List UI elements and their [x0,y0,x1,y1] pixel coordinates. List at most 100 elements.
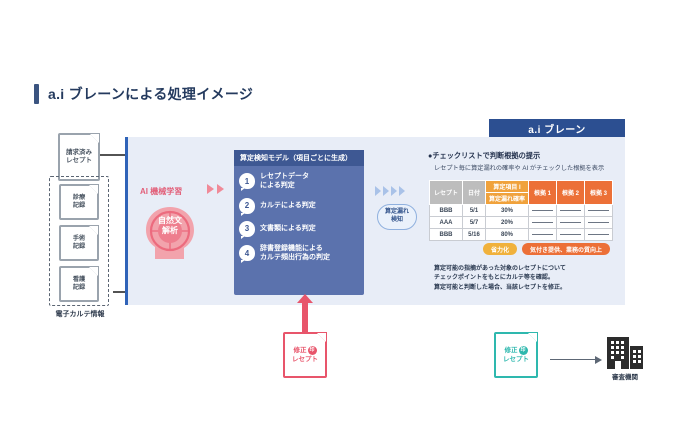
model-item: 4 辞書登録機能による カルテ頻出行為の判定 [239,244,359,264]
karte-doc-kango: 看護 記録 [59,266,99,302]
brain-label-line1: 自然文 [158,216,182,225]
arrow-head [595,356,602,364]
corrected-receipt-line1-row: 修正 印 [504,345,528,355]
corrected-receipt-red: 修正 印 レセプト [283,332,327,378]
brand-tab: a.i ブレーン [489,119,625,137]
basis-bar-icon [588,221,609,224]
table-header: レセプト 日付 算定項目 I 根拠 1 根拠 2 根拠 3 算定漏れ確率 [429,180,613,205]
page-fold-inner-icon [90,134,99,143]
cell-probability: 30% [485,204,529,217]
calculation-detection-model-card: 算定検知モデル（項目ごとに生成） 1 レセプトデータ による判定 2 カルテによ… [234,150,364,295]
page-fold-inner-icon [89,185,98,194]
col-basis-3: 根拠 3 [584,180,613,205]
detection-badge-line1: 算定漏れ [384,209,409,216]
karte-doc-shujutsu: 手術 記録 [59,225,99,261]
corrected-receipt-line1: 修正 [504,346,518,354]
model-item-label: 辞書登録機能による カルテ頻出行為の判定 [260,244,330,262]
triangle-icon [375,186,381,196]
karte-doc-line2: 記録 [72,202,86,209]
detection-badge: 算定漏れ 検知 [377,204,417,230]
page-title: a.i ブレーンによる処理イメージ [34,84,253,104]
description-line-3: 算定可能と判断した場合、当該レセプトを修正。 [434,284,567,291]
triangle-icon [207,184,214,194]
cell-basis-1 [528,204,557,217]
table-row: BBB 5/16 80% [429,228,613,241]
karte-doc-line1: 手術 [72,235,86,243]
table-header-row: レセプト 日付 算定項目 I 根拠 1 根拠 2 根拠 3 [429,180,613,205]
page-fold-inner-icon [89,226,98,235]
cell-receipt: BBB [429,204,463,217]
upward-arrow-icon [297,294,313,303]
basis-bar-icon [560,221,581,224]
model-item-label: カルテによる判定 [260,202,316,210]
page-fold-inner-icon [89,267,98,276]
karte-doc-line1: 看護 [72,276,86,284]
triangle-icon [383,186,389,196]
corrected-receipt-teal: 修正 印 レセプト [494,332,538,378]
page-fold-inner-icon [317,333,326,342]
col-basis-2: 根拠 2 [556,180,585,205]
cell-basis-3 [584,216,613,229]
model-item: 2 カルテによる判定 [239,197,359,216]
karte-doc-line1: 診療 [72,194,86,202]
checklist-description: 算定可能の指摘があった対象のレセプトについて チェックポイントをもとにカルテ等を… [434,265,566,293]
table-row: BBB 5/1 30% [429,204,613,217]
model-card-header: 算定検知モデル（項目ごとに生成） [234,150,364,166]
brain-label-line2: 解析 [162,226,178,236]
ai-learning-label: AI 機械学習 [140,187,183,196]
model-item-number: 1 [239,173,255,192]
cell-basis-3 [584,204,613,217]
stamp-icon: 印 [518,345,528,355]
ai-flow-arrows-icon [207,184,224,194]
model-item-label: レセプトデータ による判定 [260,173,309,190]
institution-building-icon [607,337,643,369]
model-item: 1 レセプトデータ による判定 [239,172,359,192]
detection-flow-arrows-icon [375,186,405,196]
brain-label: 自然文 解析 [148,216,192,237]
basis-bar-icon [560,233,581,236]
cell-basis-3 [584,228,613,241]
table-header-row-2: 算定漏れ確率 [430,192,613,205]
karte-doc-shinryo: 診療 記録 [59,184,99,220]
cell-receipt: AAA [429,216,463,229]
institution-label: 審査機関 [612,374,638,381]
table-body: BBB 5/1 30% AAA 5/7 20% BBB 5/16 80% [429,204,613,241]
basis-bar-icon [588,233,609,236]
page-title-text: a.i ブレーンによる処理イメージ [48,86,254,102]
corrected-receipt-line2: レセプト [503,356,529,363]
page-fold-inner-icon [528,333,537,342]
triangle-icon [217,184,224,194]
basis-bar-icon [532,233,553,236]
table-row: AAA 5/7 20% [429,216,613,229]
cell-basis-2 [556,228,585,241]
triangle-icon [399,186,405,196]
checklist-subheading: レセプト毎に算定漏れの確率や AI がチェックした根拠を表示 [434,165,605,172]
triangle-icon [391,186,397,196]
title-accent-bar [34,84,39,104]
checklist-table: レセプト 日付 算定項目 I 根拠 1 根拠 2 根拠 3 算定漏れ確率 BBB… [429,180,613,241]
corrected-receipt-line1-row: 修正 印 [294,345,317,355]
cell-probability: 20% [485,216,529,229]
status-badge-efficiency: 省力化 [483,243,518,255]
billed-receipt-line1: 請求済み [66,148,92,156]
cell-basis-1 [528,228,557,241]
cell-date: 5/16 [462,228,486,241]
submission-arrow-icon [550,356,604,364]
cell-receipt: BBB [429,228,463,241]
karte-doc-line2: 記録 [72,284,86,291]
stamp-icon: 印 [307,345,317,355]
arrow-stem [302,300,308,332]
cell-basis-2 [556,216,585,229]
basis-bar-icon [532,221,553,224]
model-item-number: 4 [239,245,255,264]
brain-head-icon [146,207,194,259]
cell-date: 5/1 [462,204,486,217]
col-item-top: 算定項目 I [485,180,529,193]
cell-basis-1 [528,216,557,229]
arrow-line [550,359,596,361]
detection-badge-line2: 検知 [390,217,403,223]
model-item-label: 文書類による判定 [260,225,316,233]
karte-group-caption: 電子カルテ情報 [55,311,105,318]
description-line-1: 算定可能の指摘があった対象のレセプトについて [434,266,566,272]
